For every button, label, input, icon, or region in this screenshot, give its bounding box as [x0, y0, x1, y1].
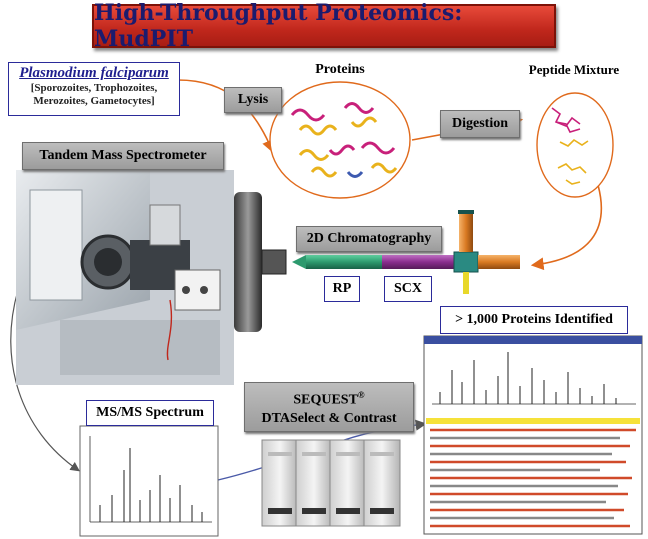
title-banner: High-Throughput Proteomics: MudPIT — [92, 0, 556, 52]
mass-spectrometer-photo — [16, 170, 234, 385]
sequest-box: SEQUEST® DTASelect & Contrast — [244, 382, 414, 432]
arrow-mixture-to-column — [530, 184, 603, 271]
organism-stages-line2: Merozoites, Gametocytes] — [33, 95, 155, 107]
dtaselect-label: DTASelect & Contrast — [261, 410, 397, 426]
rp-label: RP — [324, 276, 360, 302]
msms-spectrum-label: MS/MS Spectrum — [86, 400, 214, 426]
tandem-ms-label: Tandem Mass Spectrometer — [22, 142, 224, 170]
proteins-label: Proteins — [315, 62, 365, 77]
chromatography-column — [292, 210, 520, 294]
proteins-identified-label: > 1,000 Proteins Identified — [440, 306, 628, 334]
peptide-mixture-label: Peptide Mixture — [528, 62, 620, 77]
sequest-line: SEQUEST® — [293, 386, 364, 410]
results-window — [423, 335, 643, 535]
msms-spectrum-panel — [79, 425, 219, 537]
proteins-illustration — [269, 81, 411, 199]
digestion-label: Digestion — [440, 110, 520, 138]
registered-mark: ® — [357, 390, 365, 401]
page-title: High-Throughput Proteomics: MudPIT — [94, 0, 463, 52]
peptide-mixture-illustration — [536, 92, 614, 198]
arrow-ms-to-spectrum — [10, 289, 80, 472]
computer-cluster — [261, 439, 401, 527]
ion-source-disk — [234, 192, 287, 332]
organism-box: Plasmodium falciparum [Sporozoites, Trop… — [8, 62, 180, 116]
lysis-label: Lysis — [224, 87, 282, 113]
chromatography-label: 2D Chromatography — [296, 226, 442, 252]
organism-name: Plasmodium falciparum — [19, 65, 169, 81]
sequest-label: SEQUEST — [293, 392, 358, 408]
organism-stages-line1: [Sporozoites, Trophozoites, — [30, 82, 158, 94]
scx-label: SCX — [384, 276, 432, 302]
